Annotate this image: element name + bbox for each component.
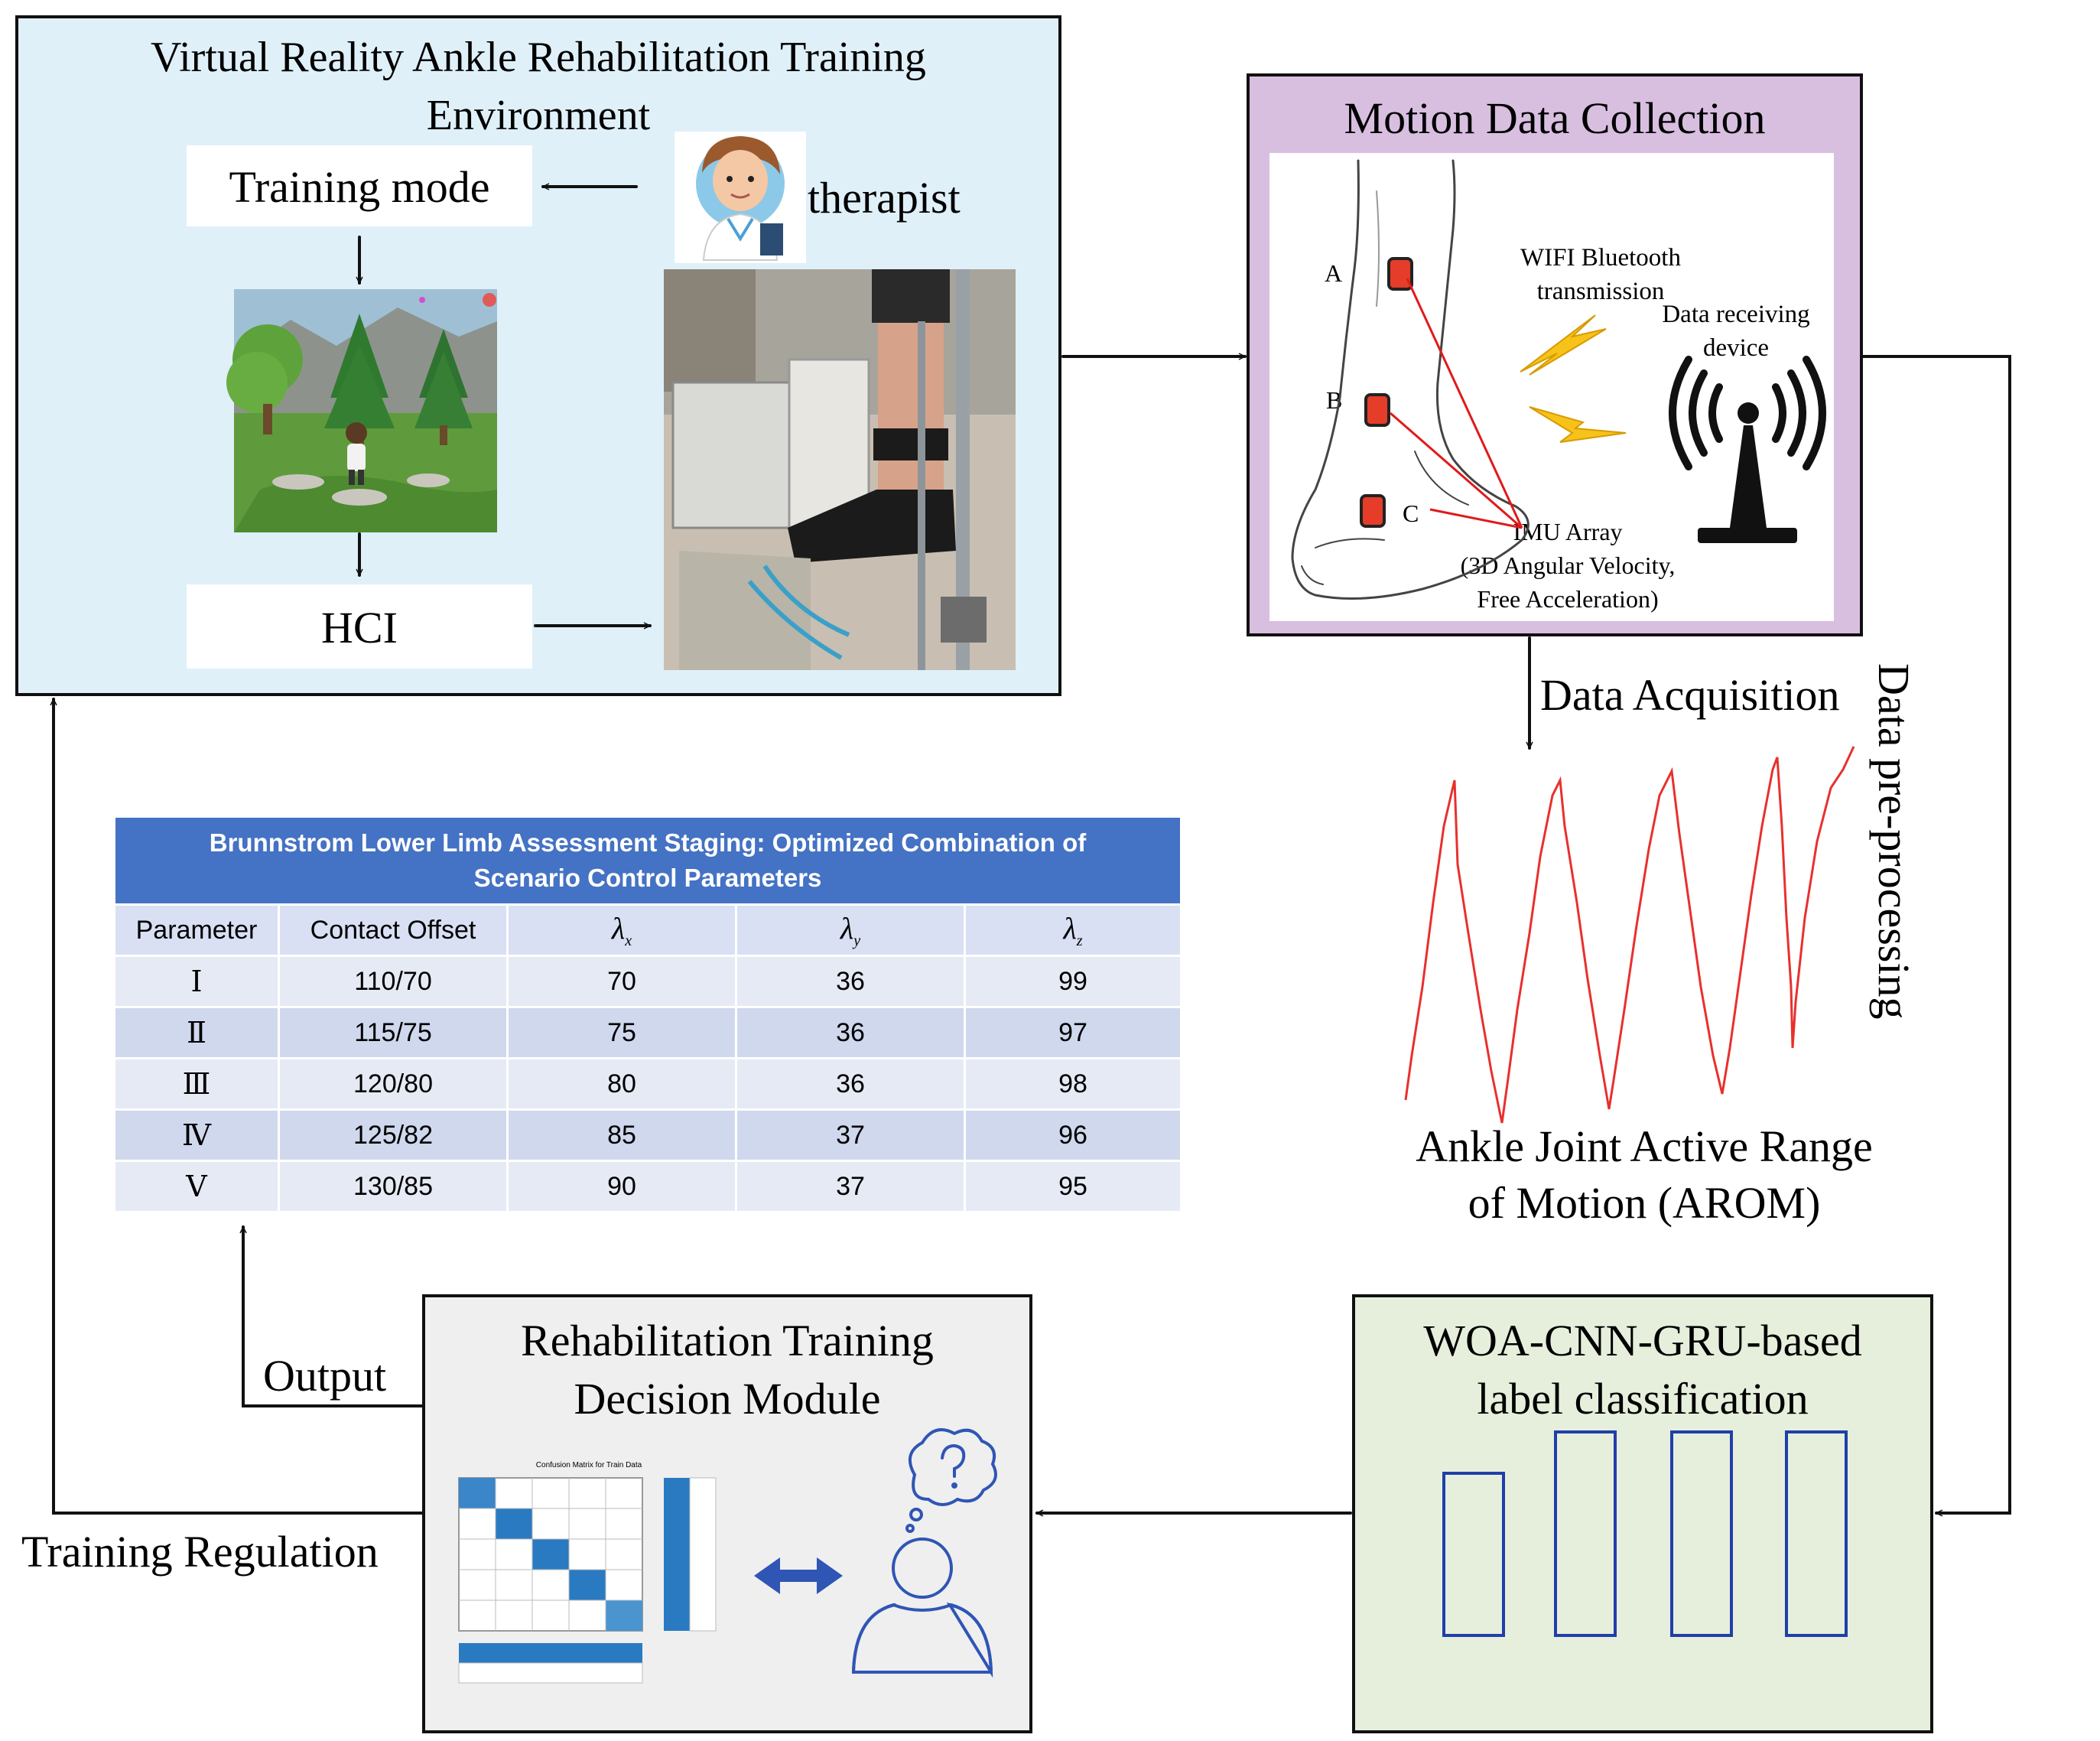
arom-label-line1: Ankle Joint Active Range [1416,1121,1873,1171]
table-row: Ⅱ 115/75 75 36 97 [113,1006,1182,1059]
decision-title-line2: Decision Module [574,1374,881,1424]
wifi-label-line1: WIFI Bluetooth [1520,244,1681,272]
table-cell: 36 [735,1057,966,1111]
lambda-symbol: λ [611,911,626,945]
table-cell: 37 [735,1160,966,1213]
sensor-label-c: C [1403,500,1419,527]
vr-title-line1: Virtual Reality Ankle Rehabilitation Tra… [151,34,926,81]
col-header-lambda-z: λz [964,903,1182,957]
antenna-base-icon [1698,528,1797,543]
col-header-lambda-x: λx [506,903,737,957]
motion-title: Motion Data Collection [1344,93,1766,143]
imu-label-line3: Free Acceleration) [1477,585,1659,613]
foot-sketch-illustration [1291,159,1529,600]
imu-sensor-icon [1360,257,1413,528]
antenna-tower-icon [1730,425,1767,528]
woa-title-line2: label classification [1477,1374,1809,1424]
arom-label-line2: of Motion (AROM) [1468,1178,1821,1228]
output-label: Output [263,1351,387,1401]
table-cell: 125/82 [278,1108,509,1162]
therapist-label: therapist [808,173,961,223]
imu-pointer-lines [1390,278,1523,529]
decision-title-line1: Rehabilitation Training [521,1316,934,1365]
col-header-parameter: Parameter [113,903,280,957]
table-cell: 85 [506,1108,737,1162]
col-header-contact-offset: Contact Offset [278,903,509,957]
vr-game-scene-image [226,289,497,532]
table-cell: 37 [735,1108,966,1162]
table-cell: Ⅱ [113,1006,280,1059]
table-cell: 110/70 [278,955,509,1008]
rehabilitation-robot-photo [664,269,1016,670]
table-cell: 97 [964,1006,1182,1059]
col-header-lambda-y: λy [735,903,966,957]
table-cell: Ⅰ [113,955,280,1008]
table-row: Ⅳ 125/82 85 37 96 [113,1108,1182,1162]
table-cell: 36 [735,1006,966,1059]
wireless-lightning-icon [1520,314,1627,443]
bidirectional-arrow-icon [754,1557,843,1594]
table-caption-line1: Brunnstrom Lower Limb Assessment Staging… [209,828,1087,857]
table-caption: Brunnstrom Lower Limb Assessment Staging… [113,815,1182,906]
imu-label-line2: (3D Angular Velocity, [1460,552,1676,579]
vr-title-line2: Environment [426,92,651,139]
lambda-symbol: λ [840,911,854,945]
woa-cnn-gru-box [1352,1294,1933,1733]
table-cell: 120/80 [278,1057,509,1111]
data-acquisition-label: Data Acquisition [1540,670,1840,720]
table-cell: 80 [506,1057,737,1111]
table-cell: 130/85 [278,1160,509,1213]
table-cell: 70 [506,955,737,1008]
table-cell: 90 [506,1160,737,1213]
table-caption-line2: Scenario Control Parameters [473,864,822,892]
table-row: Ⅲ 120/80 80 36 98 [113,1057,1182,1111]
receiving-antenna-icon [1669,356,1826,470]
table-cell: 75 [506,1006,737,1059]
table-cell: 96 [964,1108,1182,1162]
table-row: Ⅰ 110/70 70 36 99 [113,955,1182,1008]
training-mode-label: Training mode [229,162,490,212]
thinking-user-icon [851,1428,997,1678]
lambda-sub-z: z [1076,932,1083,949]
sensor-label-a: A [1325,259,1343,287]
table-cell: 99 [964,955,1182,1008]
line-data-preprocessing [1861,355,2011,1513]
confusion-matrix-thumbnail [458,1477,717,1684]
antenna-node-icon [1738,402,1759,424]
therapist-avatar-icon [675,132,806,263]
table-cell: 98 [964,1057,1182,1111]
imu-label-line1: IMU Array [1513,518,1623,545]
table-cell: 115/75 [278,1006,509,1059]
table-cell: Ⅳ [113,1108,280,1162]
table-cell: 95 [964,1160,1182,1213]
training-mode-box [187,145,532,226]
training-regulation-label: Training Regulation [21,1527,379,1577]
conv-layer-icon [1442,1430,1848,1637]
woa-title-line1: WOA-CNN-GRU-based [1423,1316,1862,1365]
table-cell: 36 [735,955,966,1008]
hci-box [187,584,532,669]
arrow-output-to-table [243,1225,424,1407]
hci-label: HCI [321,603,398,652]
lambda-sub-x: x [625,932,632,949]
table-cell: Ⅴ [113,1160,280,1213]
lambda-symbol: λ [1063,911,1077,945]
table-cell: Ⅲ [113,1057,280,1111]
table-row: Ⅴ 130/85 90 37 95 [113,1160,1182,1213]
wifi-label-line2: transmission [1536,278,1665,305]
lambda-sub-y: y [853,932,861,949]
arom-signal-curve [1404,746,1855,1124]
brunnstrom-table: Brunnstrom Lower Limb Assessment Staging… [113,815,1182,1213]
arrow-training-regulation [54,698,424,1515]
receiver-label-line2: device [1702,334,1770,362]
receiver-label-line1: Data receiving [1662,301,1810,328]
confusion-matrix-title: Confusion Matrix for Train Data [535,1461,642,1469]
